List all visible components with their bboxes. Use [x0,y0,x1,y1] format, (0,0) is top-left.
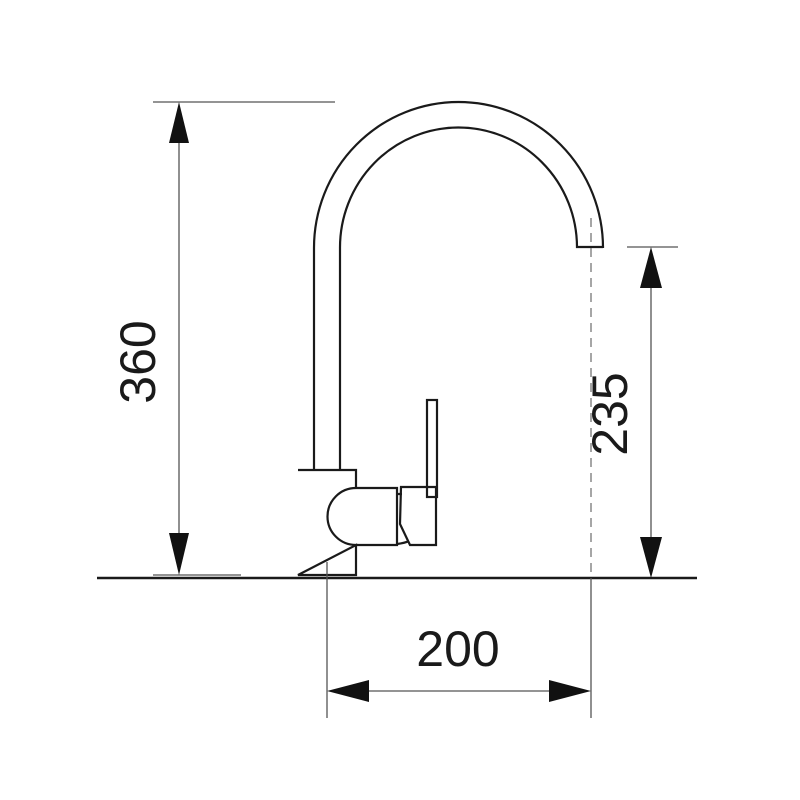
dimension-total-height: 360 [110,101,335,576]
dimension-spout-reach: 200 [326,562,592,718]
faucet-outline [297,100,605,577]
lever-joint [396,492,410,546]
spout-reach-label: 200 [416,621,499,677]
arrow-up-icon [640,247,662,288]
lever-handle [425,398,439,499]
arrow-down-icon [169,533,189,575]
lever-connector [398,485,438,547]
spout-gooseneck [312,100,605,470]
dimension-spout-clearance: 235 [582,246,678,578]
total-height-label: 360 [110,320,166,403]
arrow-up-icon [169,102,189,143]
spout-clearance-label: 235 [582,372,638,455]
arrow-left-icon [327,680,369,702]
arrow-down-icon [640,537,662,578]
mixer-body [326,486,399,547]
arrow-right-icon [549,680,591,702]
